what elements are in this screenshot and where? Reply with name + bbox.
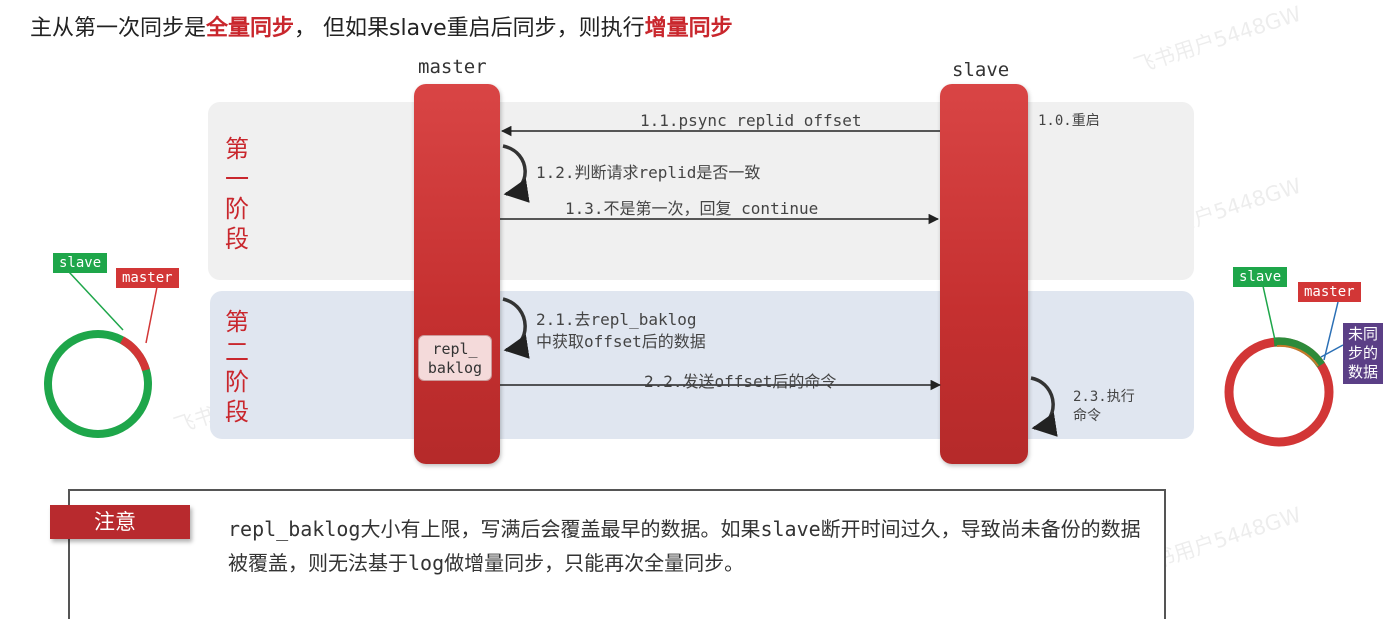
sequence-arrows [44,125,1344,447]
right-master-pointer [1323,301,1339,361]
left-slave-pointer [68,271,124,331]
step-2-2-label: 2.2.发送offset后的命令 [644,372,837,391]
right-slave-pointer [1262,285,1276,341]
phase-2-box [210,291,1194,439]
step-2-3-label-line1: 2.3.执行 [1073,389,1135,405]
right-unsynced-tag: 未同步的数据 [1343,323,1383,384]
right-slave-tag: slave [1233,267,1288,287]
slave-lane-label: slave [952,59,1010,81]
right-unsynced-pointer [1320,344,1344,358]
arrow-self-execute [1030,376,1058,437]
left-ring-master-segment [119,336,150,372]
left-master-tag: master [116,268,179,288]
step-1-0-label: 1.0.重启 [1038,113,1100,129]
step-1-1-label: 1.1.psync replid offset [640,111,862,130]
step-2-1-label-line2: 中获取offset后的数据 [536,332,706,351]
master-lifeline-bar [414,84,500,464]
step-2-3-label-line2: 命令 [1073,408,1101,424]
repl-baklog-line2: baklog [427,359,483,377]
slave-lifeline-bar [940,84,1028,464]
title-part-2: ， 但如果slave重启后同步，则执行 [294,16,645,41]
phase-2-title: 第二阶段 [225,308,249,426]
page-title: 主从第一次同步是全量同步， 但如果slave重启后同步，则执行增量同步 [30,10,733,42]
note-box [68,489,1166,619]
arrow-self-get-baklog [502,297,530,359]
note-text: repl_baklog大小有上限，写满后会覆盖最早的数据。如果slave断开时间… [228,517,1141,575]
left-slave-tag: slave [53,253,108,273]
repl-baklog-box: repl_ baklog [418,335,492,381]
title-part-1: 主从第一次同步是 [30,16,207,41]
title-highlight-full-sync: 全量同步 [206,16,295,41]
right-ring-unsynced-outline [1276,344,1319,367]
repl-baklog-line1: repl_ [432,340,478,358]
step-1-3-label: 1.3.不是第一次，回复 continue [565,199,819,218]
left-ring-buffer [44,330,152,438]
arrow-self-check-replid [502,144,530,203]
title-highlight-incremental-sync: 增量同步 [644,16,733,41]
right-ring-unsynced-segment [1273,337,1325,368]
phase-1-title: 第一阶段 [225,135,249,253]
left-master-pointer [145,286,158,344]
right-master-tag: master [1298,282,1361,302]
step-2-1-label-line1: 2.1.去repl_baklog [536,310,697,329]
step-1-2-label: 1.2.判断请求replid是否一致 [536,163,761,182]
note-label: 注意 [50,505,190,539]
master-lane-label: master [418,56,487,78]
